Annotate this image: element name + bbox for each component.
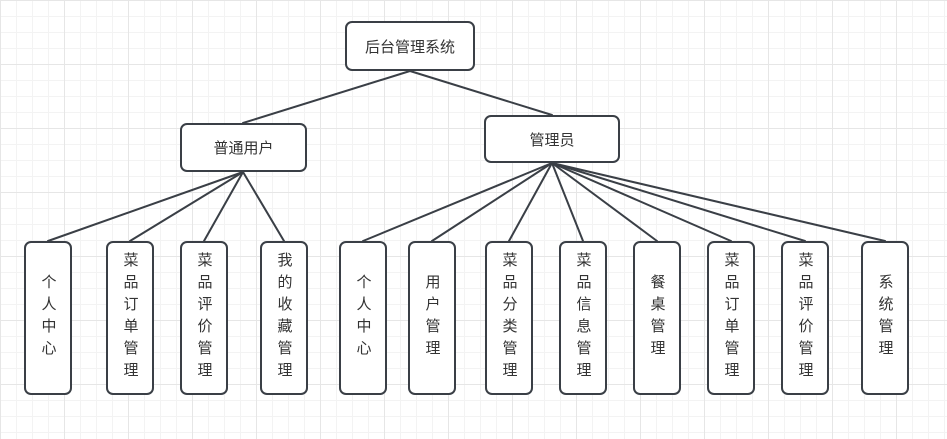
branch-node-admin: 管理员 bbox=[484, 115, 620, 163]
leaf-node-label: 菜品评价管理 bbox=[796, 252, 815, 384]
root-node-backend-system: 后台管理系统 bbox=[345, 21, 475, 71]
edge-admin-leaf bbox=[551, 162, 732, 242]
leaf-node-my-favorites-mgmt: 我的收藏管理 bbox=[260, 241, 308, 395]
edge-user-leaf bbox=[242, 171, 285, 242]
edge-admin-leaf bbox=[551, 162, 658, 242]
leaf-node-personal-center: 个人中心 bbox=[24, 241, 72, 395]
root-node-label: 后台管理系统 bbox=[364, 37, 455, 56]
leaf-node-label: 系统管理 bbox=[876, 274, 895, 362]
branch-node-regular-user: 普通用户 bbox=[180, 123, 307, 172]
leaf-node-label: 餐桌管理 bbox=[648, 274, 667, 362]
leaf-node-label: 菜品分类管理 bbox=[500, 252, 519, 384]
leaf-node-label: 菜品订单管理 bbox=[121, 252, 140, 384]
leaf-node-dish-order-mgmt: 菜品订单管理 bbox=[106, 241, 154, 395]
edge-user-leaf bbox=[129, 171, 244, 242]
edge-admin-leaf bbox=[551, 162, 886, 242]
leaf-node-dish-review-mgmt: 菜品评价管理 bbox=[781, 241, 829, 395]
edge-admin-leaf bbox=[362, 162, 553, 242]
edge-admin-leaf bbox=[551, 162, 584, 242]
leaf-node-label: 菜品评价管理 bbox=[195, 252, 214, 384]
leaf-node-label: 菜品信息管理 bbox=[574, 252, 593, 384]
edge-admin-leaf bbox=[508, 162, 553, 242]
leaf-node-table-mgmt: 餐桌管理 bbox=[633, 241, 681, 395]
leaf-node-system-mgmt: 系统管理 bbox=[861, 241, 909, 395]
leaf-node-personal-center: 个人中心 bbox=[339, 241, 387, 395]
leaf-node-dish-category-mgmt: 菜品分类管理 bbox=[485, 241, 533, 395]
leaf-node-dish-order-mgmt: 菜品订单管理 bbox=[707, 241, 755, 395]
leaf-node-user-mgmt: 用户管理 bbox=[408, 241, 456, 395]
edge-admin-leaf bbox=[551, 162, 806, 242]
leaf-node-label: 个人中心 bbox=[39, 274, 58, 362]
leaf-node-label: 菜品订单管理 bbox=[722, 252, 741, 384]
leaf-node-label: 我的收藏管理 bbox=[275, 252, 294, 384]
leaf-node-label: 用户管理 bbox=[423, 274, 442, 362]
branch-node-label: 普通用户 bbox=[213, 139, 274, 157]
leaf-node-dish-info-mgmt: 菜品信息管理 bbox=[559, 241, 607, 395]
leaf-node-label: 个人中心 bbox=[354, 274, 373, 362]
edge-user-leaf bbox=[203, 171, 244, 242]
edge-user-leaf bbox=[47, 171, 244, 242]
edge-root-regular-user bbox=[242, 70, 411, 124]
leaf-node-dish-review-mgmt: 菜品评价管理 bbox=[180, 241, 228, 395]
edge-root-admin bbox=[409, 70, 553, 116]
branch-node-label: 管理员 bbox=[529, 130, 575, 149]
edge-admin-leaf bbox=[431, 162, 553, 242]
